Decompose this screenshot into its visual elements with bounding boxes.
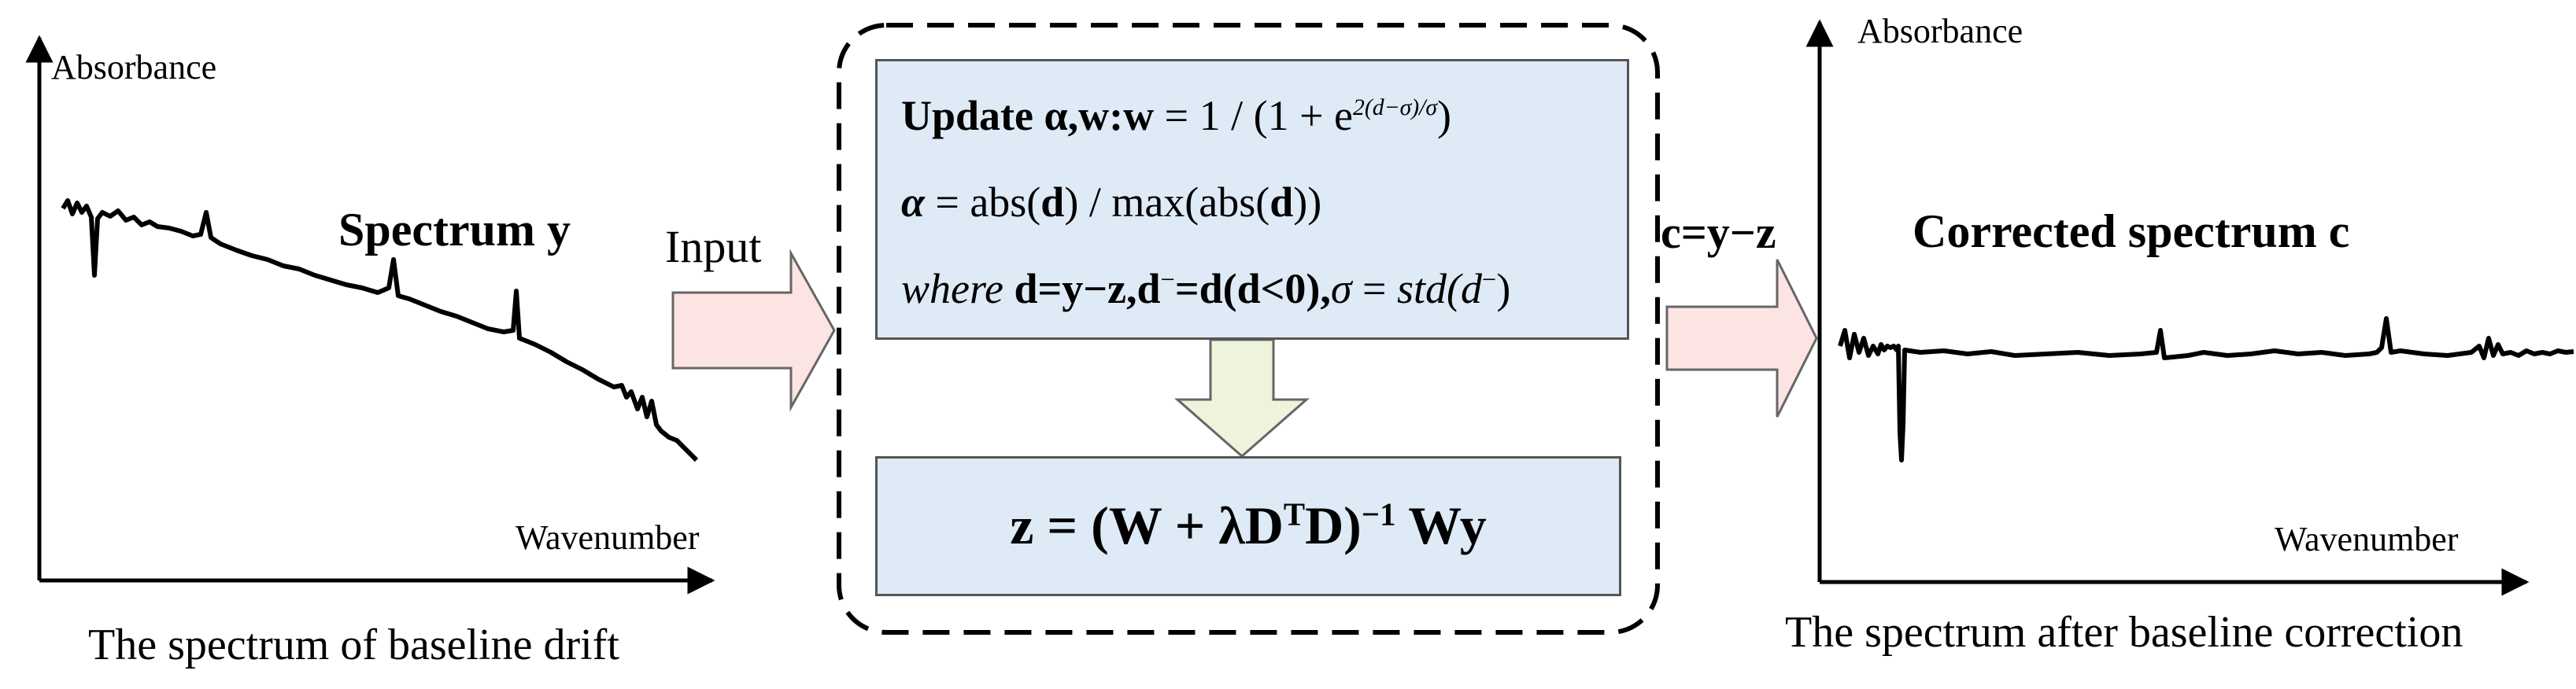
left-plot-caption: The spectrum of baseline drift bbox=[88, 621, 619, 669]
right-y-axis-label: Absorbance bbox=[1857, 12, 2023, 50]
update-formula-line-1: Update α,w:w = 1 / (1 + e2(d−σ)/σ) bbox=[901, 92, 1452, 139]
right-plot-axes bbox=[1805, 19, 2530, 596]
input-arrow bbox=[671, 249, 836, 412]
input-label: Input bbox=[665, 221, 762, 272]
output-label: c=y−z bbox=[1661, 207, 1776, 258]
output-arrow bbox=[1665, 259, 1818, 418]
update-formula-line-3: where d=y−z,d−=d(d<0),σ = std(d−) bbox=[901, 265, 1511, 312]
solve-baseline-box: z = (W + λDTD)−1 Wy bbox=[875, 456, 1621, 596]
left-plot-axes bbox=[25, 35, 715, 595]
solve-formula: z = (W + λDTD)−1 Wy bbox=[1010, 496, 1487, 555]
update-formula-line-2: α = abs(d) / max(abs(d)) bbox=[901, 179, 1322, 226]
right-plot-caption: The spectrum after baseline correction bbox=[1785, 608, 2463, 657]
right-spectrum-line bbox=[1838, 316, 2574, 462]
down-arrow bbox=[1174, 338, 1310, 458]
left-spectrum-line bbox=[61, 198, 699, 462]
right-plot-title: Corrected spectrum c bbox=[1913, 205, 2350, 257]
left-x-axis-label: Wavenumber bbox=[516, 518, 700, 557]
left-y-axis-label: Absorbance bbox=[51, 48, 217, 87]
left-plot-title: Spectrum y bbox=[338, 204, 571, 256]
update-weights-box: Update α,w:w = 1 / (1 + e2(d−σ)/σ) α = a… bbox=[875, 59, 1629, 340]
dashed-frame bbox=[837, 23, 1660, 635]
right-x-axis-label: Wavenumber bbox=[2275, 520, 2459, 558]
